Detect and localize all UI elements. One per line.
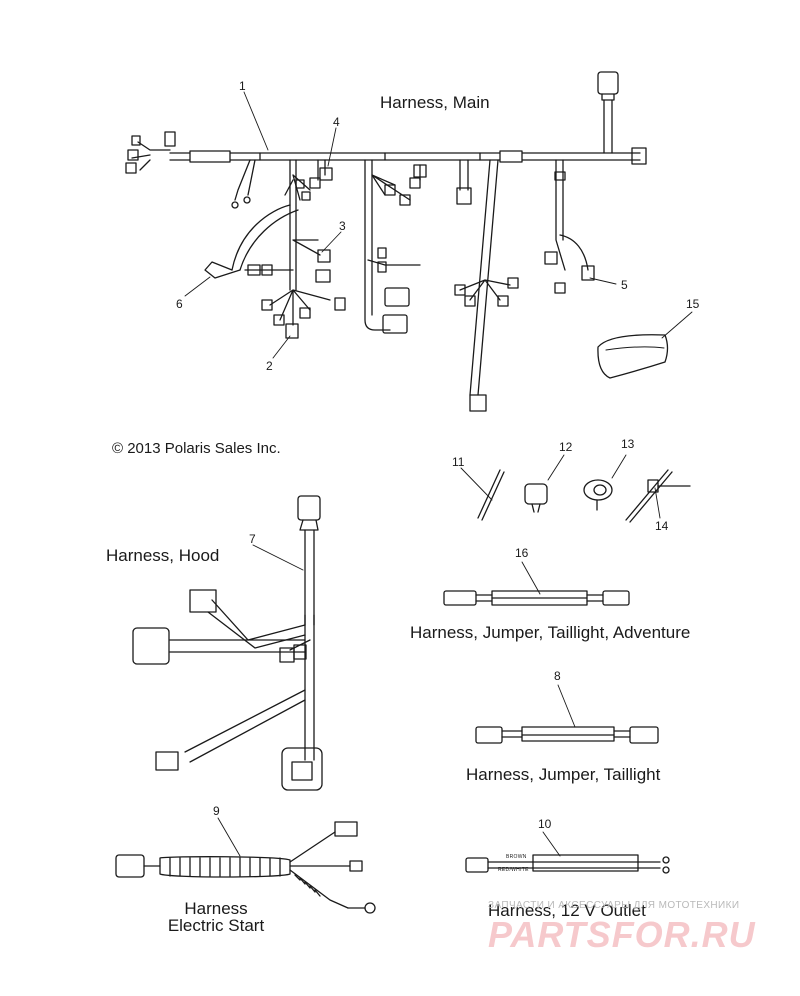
jumper-adventure-part [443,590,630,606]
title-electric-start-1: Harness [184,899,248,918]
watermark-tagline: ЗАПЧАСТИ И АКСЕССУАРЫ ДЛЯ МОТОТЕХНИКИ [488,900,740,911]
jumper-taillight-part [475,726,659,744]
callout-7: 7 [249,532,256,546]
callout-8: 8 [554,669,561,683]
main-harness [125,71,647,412]
outlet-harness [465,854,670,874]
callout-3: 3 [339,219,346,233]
callout-1: 1 [239,79,246,93]
hood-harness [132,495,323,791]
small-parts [477,469,691,523]
callout-4: 4 [333,115,340,129]
callout-5: 5 [621,278,628,292]
callout-12: 12 [559,440,573,454]
callout-13: 13 [621,437,635,451]
title-jumper-adventure: Harness, Jumper, Taillight, Adventure [410,623,691,642]
callout-9: 9 [213,804,220,818]
callout-15: 15 [686,297,700,311]
wire-label-red-white: RED/WHITE [498,867,529,873]
callout-14: 14 [655,519,669,533]
title-outlet: Harness, 12 V Outlet [488,901,646,920]
wire-label-brown: BROWN [506,854,527,860]
callout-10: 10 [538,817,552,831]
callout-6: 6 [176,297,183,311]
copyright-text: © 2013 Polaris Sales Inc. [112,440,281,457]
callout-11: 11 [452,455,465,469]
boot-part [597,334,669,379]
callout-2: 2 [266,359,273,373]
title-jumper-taillight: Harness, Jumper, Taillight [466,765,661,784]
callout-16: 16 [515,546,529,560]
watermark-brand: PARTSFOR.RU [488,914,756,955]
title-main-harness: Harness, Main [380,93,490,112]
leader-lines [184,91,693,857]
title-electric-start-2: Electric Start [167,916,265,935]
electric-start-harness [115,821,376,914]
title-hood-harness: Harness, Hood [106,546,220,565]
